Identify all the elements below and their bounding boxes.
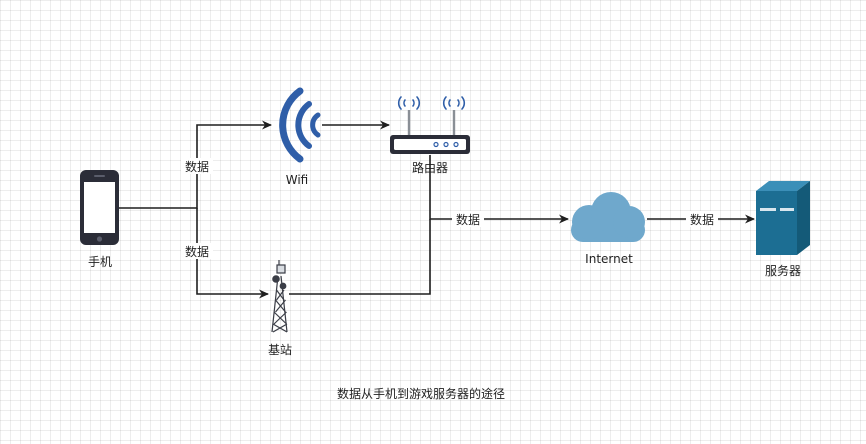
server-icon [756, 181, 810, 255]
base-station-label: 基站 [268, 343, 292, 357]
edge-phone-to-base-station [196, 208, 269, 299]
edge-label-phone-to-wifi: 数据 [185, 159, 209, 174]
node-wifi[interactable]: Wifi [279, 87, 321, 187]
router-icon [390, 96, 470, 154]
cloud-icon [571, 192, 645, 242]
node-base-station[interactable]: 基站 [268, 260, 292, 357]
node-router[interactable]: 路由器 [390, 96, 470, 175]
node-phone[interactable]: 手机 [80, 170, 119, 269]
edge-labels: 数据 数据 数据 数据 [181, 158, 718, 259]
wifi-signal-icon [279, 87, 321, 163]
cell-tower-icon [271, 260, 288, 333]
wifi-label: Wifi [286, 173, 309, 187]
edge-label-bg [686, 211, 718, 227]
edge-router-to-internet [429, 155, 569, 224]
node-server[interactable]: 服务器 [756, 181, 810, 278]
edge-label-bg [452, 211, 484, 227]
edge-label-bg [181, 243, 213, 259]
node-internet[interactable]: Internet [571, 192, 645, 266]
edge-label-bg [181, 158, 213, 174]
edge-base-station-to-internet [289, 219, 431, 295]
router-label: 路由器 [412, 160, 448, 175]
internet-label: Internet [585, 252, 633, 266]
edge-label-router-to-internet: 数据 [456, 212, 480, 227]
edge-label-internet-to-server: 数据 [690, 212, 714, 227]
edge-label-phone-to-base-station: 数据 [185, 244, 209, 259]
server-label: 服务器 [765, 263, 801, 278]
smartphone-icon [80, 170, 119, 245]
phone-label: 手机 [88, 255, 112, 269]
diagram-caption: 数据从手机到游戏服务器的途径 [337, 386, 505, 401]
